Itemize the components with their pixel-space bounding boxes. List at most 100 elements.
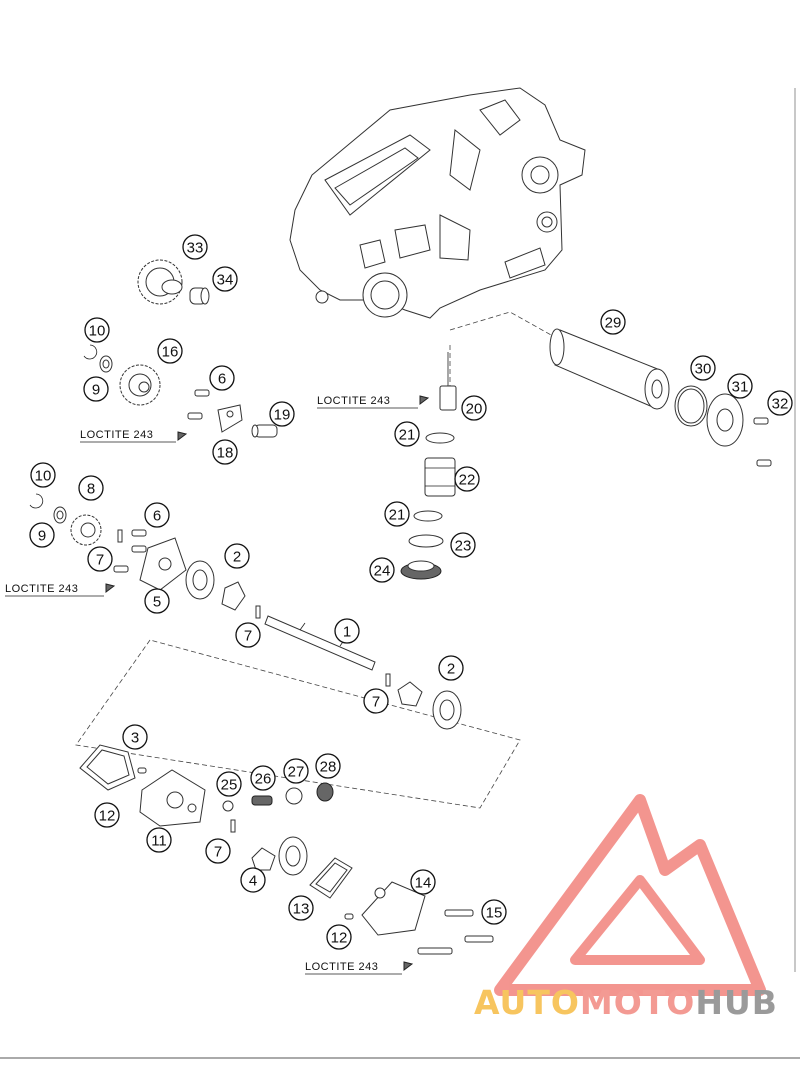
bushing-19 xyxy=(251,424,278,438)
callout-circle xyxy=(30,462,56,488)
loctite-leader-lines xyxy=(5,407,418,975)
wordmark-hub: HUB xyxy=(695,983,778,1022)
callout-circle xyxy=(209,365,235,391)
callout-7a: 7 xyxy=(87,546,113,572)
callout-circle xyxy=(600,309,626,335)
callout-2a: 2 xyxy=(224,543,250,569)
callout-circle xyxy=(394,421,420,447)
callout-circle xyxy=(767,390,793,416)
filter-cover-31 xyxy=(706,393,744,447)
fitting-20 xyxy=(439,352,457,411)
oil-filter-29 xyxy=(549,328,670,410)
callout-16: 16 xyxy=(157,338,183,364)
callout-number: 15 xyxy=(486,905,503,922)
callout-circle xyxy=(269,401,295,427)
callout-5: 5 xyxy=(144,588,170,614)
callout-number: 19 xyxy=(274,407,291,424)
callout-7d: 7 xyxy=(205,838,231,864)
callout-number: 3 xyxy=(131,730,139,747)
callout-9: 9 xyxy=(83,376,109,402)
oil-screen-22 xyxy=(424,457,456,497)
callout-circle xyxy=(454,466,480,492)
pump-rotor-4 xyxy=(278,836,308,876)
callout-8: 8 xyxy=(78,475,104,501)
o-ring-23 xyxy=(408,534,444,548)
callout-10: 10 xyxy=(84,317,110,343)
callout-circle xyxy=(216,771,242,797)
screws-32 xyxy=(753,417,772,467)
circlip-10-lower xyxy=(29,493,44,509)
callout-number: 9 xyxy=(38,528,46,545)
callout-number: 6 xyxy=(218,371,226,388)
o-ring-30 xyxy=(674,385,708,427)
washer-9 xyxy=(99,355,113,373)
callout-32: 32 xyxy=(767,390,793,416)
pin-7-lower xyxy=(230,819,236,833)
callout-number: 20 xyxy=(466,401,483,418)
callout-number: 9 xyxy=(92,382,100,399)
callout-circle xyxy=(78,475,104,501)
callout-circle xyxy=(146,827,172,853)
callout-circle xyxy=(727,373,753,399)
callout-number: 34 xyxy=(217,272,234,289)
gear-8 xyxy=(70,514,102,546)
gasket-3 xyxy=(79,744,136,791)
callout-number: 13 xyxy=(293,901,310,918)
callout-number: 7 xyxy=(244,628,252,645)
callout-20: 20 xyxy=(461,395,487,421)
callout-number: 27 xyxy=(288,764,305,781)
pin-7-shaft xyxy=(255,605,261,619)
callout-12b: 12 xyxy=(326,924,352,950)
callout-circle xyxy=(438,655,464,681)
callout-19: 19 xyxy=(269,401,295,427)
callout-number: 21 xyxy=(399,427,416,444)
callout-circle xyxy=(384,501,410,527)
callout-26: 26 xyxy=(250,765,276,791)
callout-circle xyxy=(283,758,309,784)
callout-number: 4 xyxy=(249,873,257,890)
callout-number: 12 xyxy=(99,808,116,825)
loctite-labels: LOCTITE 243 LOCTITE 243 LOCTITE 243 LOCT… xyxy=(5,395,390,973)
pump-rotor-2-lower xyxy=(432,690,462,730)
callout-21a: 21 xyxy=(394,421,420,447)
spring-26 xyxy=(251,795,273,806)
callout-31: 31 xyxy=(727,373,753,399)
callout-3: 3 xyxy=(122,724,148,750)
loctite-label: LOCTITE 243 xyxy=(5,583,78,595)
callout-7b: 7 xyxy=(235,622,261,648)
callout-number: 6 xyxy=(153,508,161,525)
loctite-label: LOCTITE 243 xyxy=(305,961,378,973)
circlip-10 xyxy=(83,344,98,360)
o-ring-21-upper xyxy=(425,432,455,444)
callout-number: 8 xyxy=(87,481,95,498)
callout-number: 7 xyxy=(372,694,380,711)
callout-33: 33 xyxy=(182,234,208,260)
callout-number: 26 xyxy=(255,771,272,788)
callout-number: 23 xyxy=(455,538,472,555)
wordmark-moto: MOTO xyxy=(579,983,696,1022)
callout-circle xyxy=(29,522,55,548)
wordmark-auto: AUTO xyxy=(474,983,580,1022)
callout-number: 32 xyxy=(772,396,789,413)
triangle-m-logo xyxy=(494,794,766,996)
callout-22: 22 xyxy=(454,466,480,492)
callout-15: 15 xyxy=(481,899,507,925)
callout-circle xyxy=(250,765,276,791)
callout-number: 21 xyxy=(389,507,406,524)
o-ring-21-lower xyxy=(413,510,443,522)
callout-circle xyxy=(83,376,109,402)
washer-27 xyxy=(285,787,303,805)
callout-circle xyxy=(363,688,389,714)
watermark-wordmark: AUTOMOTOHUB xyxy=(474,983,794,1022)
callout-21b: 21 xyxy=(384,501,410,527)
washer-9-lower xyxy=(53,506,67,524)
callout-number: 24 xyxy=(374,563,391,580)
callout-number: 14 xyxy=(415,875,432,892)
callout-24: 24 xyxy=(369,557,395,583)
callout-number: 25 xyxy=(221,777,238,794)
callout-number: 7 xyxy=(214,844,222,861)
callout-number: 10 xyxy=(35,468,52,485)
callout-circle xyxy=(334,618,360,644)
callout-circle xyxy=(240,867,266,893)
bracket-18 xyxy=(217,404,243,433)
